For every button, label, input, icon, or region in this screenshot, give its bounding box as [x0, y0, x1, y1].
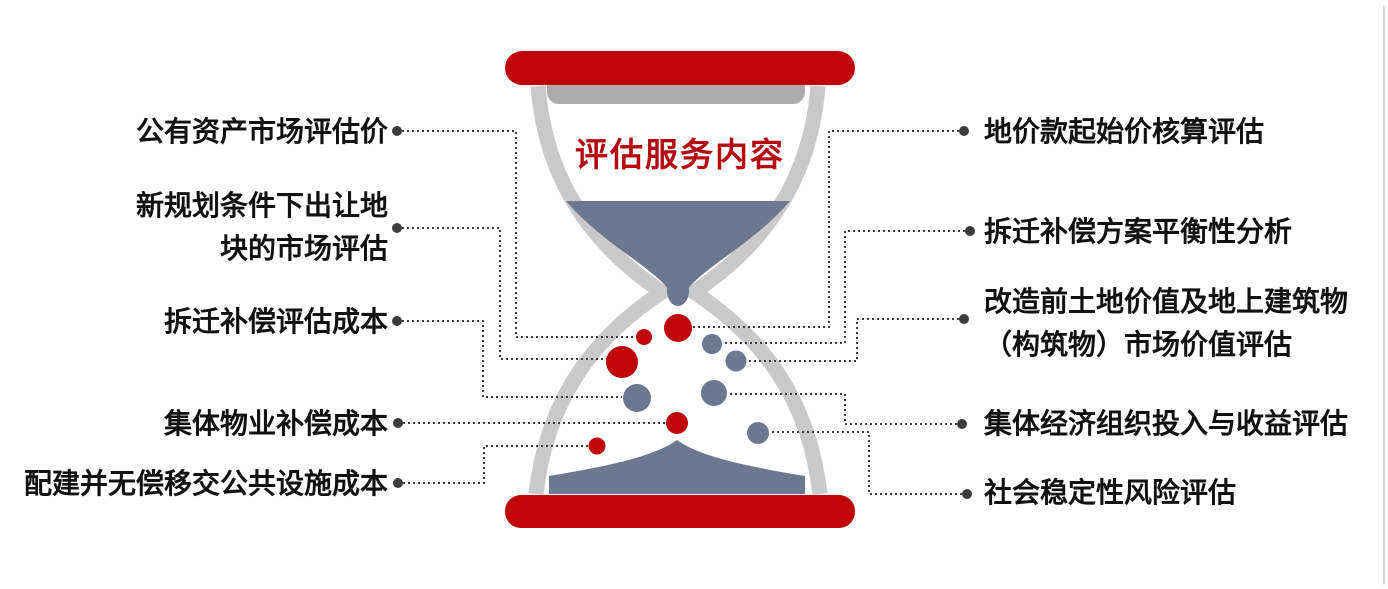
sand-drip	[667, 276, 689, 306]
label-left-2: 新规划条件下出让地 块的市场评估	[136, 184, 388, 270]
label-left-2-line: 新规划条件下出让地	[135, 190, 388, 221]
connector-left-5	[398, 445, 588, 484]
sand-dot-red-5	[588, 437, 606, 455]
label-right-4: 集体经济组织投入与收益评估	[984, 402, 1348, 445]
label-left-3-line: 拆迁补偿评估成本	[163, 306, 388, 337]
connector-dot-left-2	[392, 223, 402, 233]
label-left-5: 配建并无偿移交公共设施成本	[24, 462, 388, 505]
connector-dot-left-1	[392, 126, 402, 136]
connector-dot-right-5	[962, 489, 972, 499]
label-left-3: 拆迁补偿评估成本	[164, 300, 388, 343]
connector-dot-right-4	[957, 419, 967, 429]
sand-dot-red-3	[606, 346, 638, 378]
label-left-5-line: 配建并无偿移交公共设施成本	[23, 468, 388, 499]
connector-dot-right-2	[965, 226, 975, 236]
label-right-2: 拆迁补偿方案平衡性分析	[984, 210, 1292, 253]
sand-dot-slate-1	[702, 334, 722, 354]
connectors-right	[692, 126, 975, 499]
sand-dot-slate-3	[623, 384, 651, 412]
connector-dot-left-5	[393, 478, 403, 488]
label-right-2-line: 拆迁补偿方案平衡性分析	[984, 216, 1293, 247]
label-right-1-line: 地价款起始价核算评估	[984, 116, 1265, 147]
hourglass-top-cap	[505, 51, 855, 85]
connector-dot-left-4	[393, 418, 403, 428]
label-right-1: 地价款起始价核算评估	[984, 110, 1264, 153]
hourglass-left-wall	[528, 85, 676, 495]
label-right-4-line: 集体经济组织投入与收益评估	[984, 408, 1349, 439]
sand-dot-red-4	[666, 412, 688, 434]
connector-right-2	[722, 230, 970, 344]
sand-dot-slate-4	[701, 380, 727, 406]
connector-dot-left-3	[392, 316, 402, 326]
label-left-4: 集体物业补偿成本	[164, 402, 388, 445]
sand-dot-red-1	[664, 314, 692, 342]
diagram-title: 评估服务内容	[575, 136, 785, 173]
sand-dot-slate-2	[725, 350, 747, 372]
falling-sand-dots	[588, 314, 769, 455]
bottom-sand	[549, 440, 805, 494]
connector-left-2	[397, 227, 607, 360]
connector-dot-right-1	[959, 126, 969, 136]
label-right-3: 改造前土地价值及地上建筑物 （构筑物）市场价值评估	[984, 280, 1348, 366]
connector-dot-right-3	[959, 314, 969, 324]
hourglass-bottom-cap	[505, 495, 855, 528]
label-right-3-line: 改造前土地价值及地上建筑物	[984, 286, 1349, 317]
connector-left-1	[397, 130, 634, 338]
connector-right-3	[747, 318, 964, 362]
page-edge-line	[1383, 5, 1385, 585]
connector-right-4	[727, 393, 962, 425]
connectors-left	[392, 126, 666, 488]
label-right-5-line: 社会稳定性风险评估	[984, 477, 1237, 508]
connector-right-5	[769, 431, 967, 495]
hourglass-icon	[505, 51, 855, 528]
hourglass-right-wall	[680, 85, 828, 495]
label-left-2-line: 块的市场评估	[219, 233, 388, 264]
top-sand	[566, 201, 790, 296]
label-left-4-line: 集体物业补偿成本	[163, 408, 388, 439]
label-left-1-line: 公有资产市场评估价	[135, 116, 388, 147]
sand-dot-red-2	[636, 329, 652, 345]
label-left-1: 公有资产市场评估价	[136, 110, 388, 153]
label-right-3-line: （构筑物）市场价值评估	[984, 329, 1293, 360]
sand-dot-slate-5	[747, 422, 769, 444]
label-right-5: 社会稳定性风险评估	[984, 471, 1236, 514]
connector-left-3	[397, 320, 622, 398]
